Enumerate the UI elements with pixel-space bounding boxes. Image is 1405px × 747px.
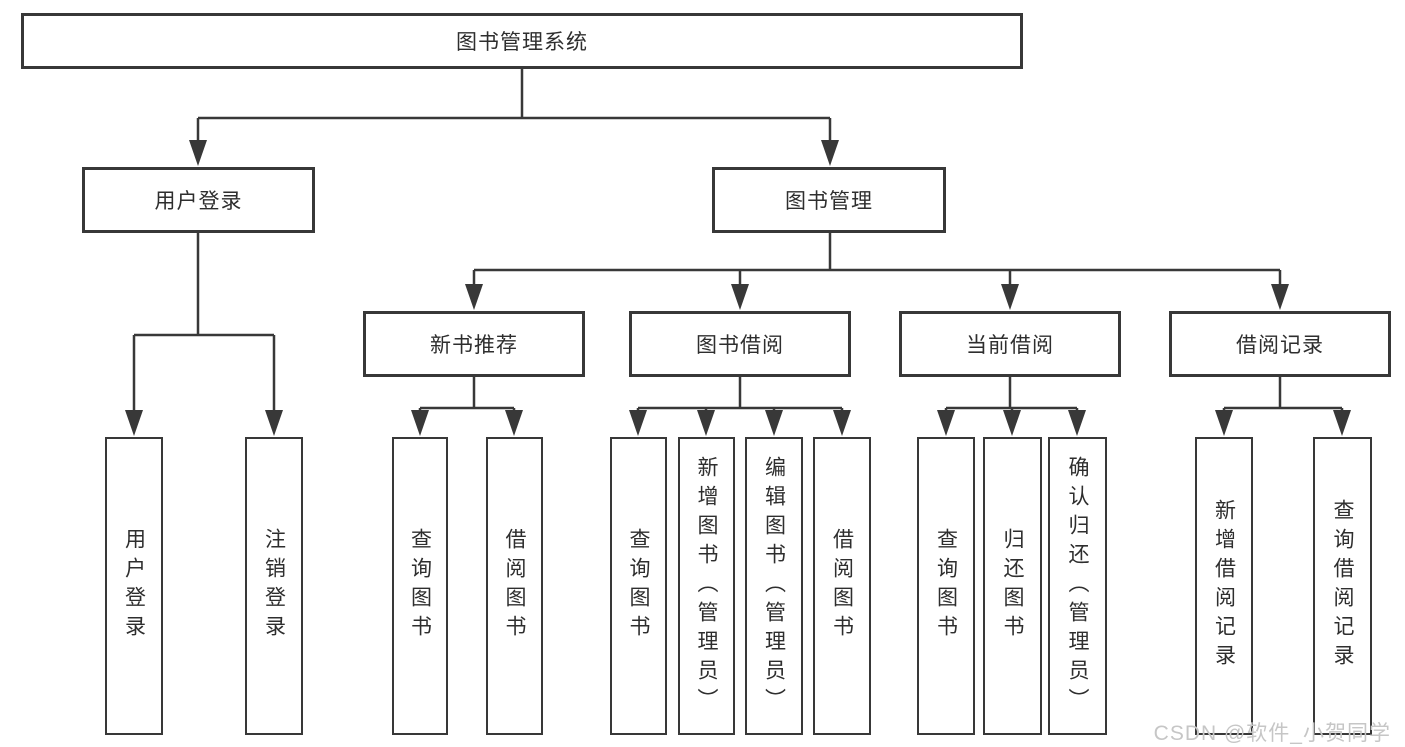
csdn-watermark: CSDN @软件_小贺同学	[1153, 722, 1391, 745]
node-borrow-records: 借阅记录	[1169, 311, 1391, 377]
leaf-query-books-1: 查询图书	[392, 437, 448, 735]
arrowhead	[265, 410, 283, 436]
arrowhead	[505, 410, 523, 436]
leaf-query-books-3: 查询图书	[917, 437, 975, 735]
node-new-book-recommend: 新书推荐	[363, 311, 585, 377]
arrowhead	[833, 410, 851, 436]
arrowhead	[731, 284, 749, 310]
leaf-label: 新增图书（管理员）	[695, 455, 718, 717]
leaf-user-login: 用户登录	[105, 437, 163, 735]
leaf-label: 查询图书	[627, 528, 650, 644]
leaf-add-borrow-record: 新增借阅记录	[1195, 437, 1253, 735]
leaf-return-books: 归还图书	[983, 437, 1042, 735]
node-user-login: 用户登录	[82, 167, 315, 233]
arrowhead	[1333, 410, 1351, 436]
arrowhead	[1003, 410, 1021, 436]
leaf-edit-books-admin: 编辑图书（管理员）	[745, 437, 803, 735]
arrowhead	[125, 410, 143, 436]
leaf-query-books-2: 查询图书	[610, 437, 667, 735]
leaf-label: 编辑图书（管理员）	[762, 455, 786, 717]
connector-login-to-leaves	[132, 233, 276, 414]
leaf-label: 查询图书	[934, 528, 958, 644]
leaf-borrow-books-2: 借阅图书	[813, 437, 871, 735]
node-book-borrow: 图书借阅	[629, 311, 851, 377]
arrowhead	[821, 140, 839, 166]
leaf-query-borrow-record: 查询借阅记录	[1313, 437, 1372, 735]
arrowhead	[411, 410, 429, 436]
arrowheads	[125, 140, 1351, 436]
arrowhead	[937, 410, 955, 436]
arrowhead	[1271, 284, 1289, 310]
arrowhead	[1215, 410, 1233, 436]
arrowhead	[697, 410, 715, 436]
arrowhead	[189, 140, 207, 166]
leaf-label: 注销登录	[262, 528, 286, 644]
leaf-label: 归还图书	[1001, 528, 1024, 644]
leaf-borrow-books-1: 借阅图书	[486, 437, 543, 735]
connector-leaf-drops	[418, 408, 1344, 414]
arrowhead	[465, 284, 483, 310]
node-book-management: 图书管理	[712, 167, 946, 233]
arrowhead	[1001, 284, 1019, 310]
leaf-label: 借阅图书	[503, 528, 526, 644]
node-root-system: 图书管理系统	[21, 13, 1023, 69]
connector-root-to-level2	[196, 68, 832, 144]
leaf-confirm-return-admin: 确认归还（管理员）	[1048, 437, 1107, 735]
connector-mgmt-to-level3	[472, 233, 1282, 288]
node-current-borrow: 当前借阅	[899, 311, 1121, 377]
leaf-add-books-admin: 新增图书（管理员）	[678, 437, 735, 735]
arrowhead	[1068, 410, 1086, 436]
leaf-label: 确认归还（管理员）	[1066, 455, 1089, 717]
arrowhead	[765, 410, 783, 436]
leaf-label: 查询图书	[408, 528, 432, 644]
connector-level3-bars	[420, 377, 1342, 410]
leaf-label: 新增借阅记录	[1212, 499, 1236, 673]
leaf-label: 用户登录	[122, 528, 146, 644]
leaf-logout: 注销登录	[245, 437, 303, 735]
leaf-label: 借阅图书	[830, 528, 854, 644]
arrowhead	[629, 410, 647, 436]
leaf-label: 查询借阅记录	[1331, 499, 1354, 673]
